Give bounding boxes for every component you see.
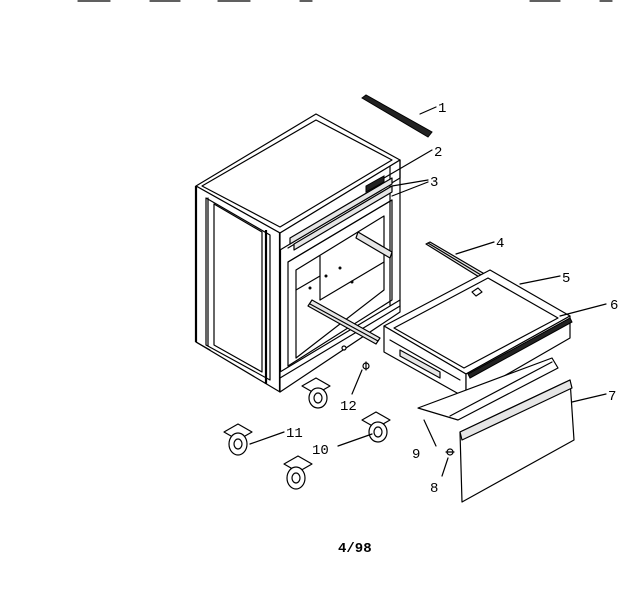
caster-front	[283, 455, 313, 490]
part-label-2: 2	[434, 145, 442, 161]
screw	[445, 448, 455, 456]
part-label-7: 7	[608, 389, 616, 405]
part-label-9: 9	[412, 447, 420, 463]
part-label-5: 5	[562, 271, 570, 287]
caster-11	[223, 423, 253, 456]
part-label-11: 11	[286, 426, 303, 442]
part-label-3: 3	[430, 175, 438, 191]
drawer	[383, 269, 573, 399]
caster-under-cabinet	[301, 377, 331, 409]
part-label-1: 1	[438, 101, 446, 117]
part-label-6: 6	[610, 298, 618, 314]
small-screw	[362, 361, 370, 371]
part-labels: 1 2 3 4 5 6 7 8 9 10 11 12	[286, 101, 618, 497]
drawer-bottom-plate	[417, 357, 559, 421]
part-label-8: 8	[430, 481, 438, 497]
drawer-front-panel	[459, 379, 575, 503]
caster-10	[361, 411, 391, 443]
cabinet-body	[194, 113, 401, 393]
leader-lines	[249, 106, 607, 477]
trim-strip	[361, 94, 433, 138]
drawer-slide	[425, 241, 489, 281]
part-label-10: 10	[312, 443, 329, 459]
date-code: 4/98	[338, 541, 372, 557]
part-label-12: 12	[340, 399, 357, 415]
part-label-4: 4	[496, 236, 504, 252]
